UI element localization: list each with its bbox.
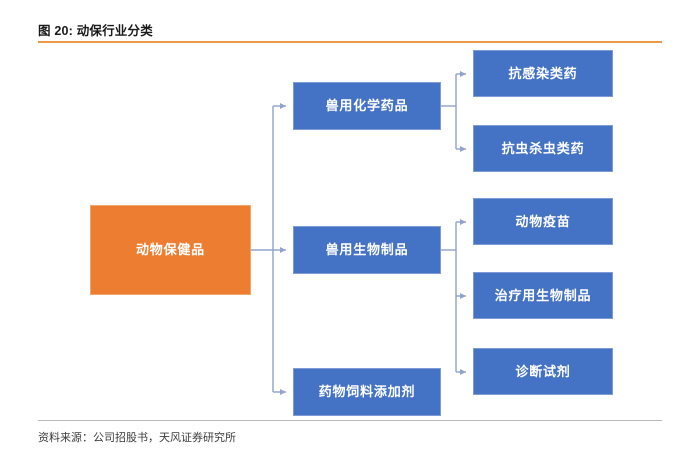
node-leaf-animal-vaccines[interactable]: 动物疫苗 — [473, 198, 613, 245]
node-branch-veterinary-biological-products[interactable]: 兽用生物制品 — [293, 226, 441, 274]
diagram-canvas: 动物保健品 兽用化学药品 兽用生物制品 药物饲料添加剂 抗感染类药 抗虫杀虫类药… — [0, 44, 700, 418]
title-divider — [38, 41, 662, 43]
node-branch-veterinary-chemical-drugs[interactable]: 兽用化学药品 — [293, 82, 441, 130]
node-leaf-anti-infective-drugs[interactable]: 抗感染类药 — [473, 50, 613, 97]
node-leaf-therapeutic-biologics[interactable]: 治疗用生物制品 — [473, 272, 613, 319]
source-divider — [38, 420, 662, 421]
connector-lines — [251, 71, 466, 395]
source-note: 资料来源：公司招股书，天风证券研究所 — [38, 432, 236, 444]
node-leaf-anti-parasitic-drugs[interactable]: 抗虫杀虫类药 — [473, 125, 613, 172]
node-root-animal-healthcare[interactable]: 动物保健品 — [90, 205, 251, 295]
node-branch-medicated-feed-additives[interactable]: 药物饲料添加剂 — [293, 368, 441, 416]
node-leaf-diagnostic-reagents[interactable]: 诊断试剂 — [473, 348, 613, 395]
figure-title: 图 20: 动保行业分类 — [38, 24, 153, 38]
